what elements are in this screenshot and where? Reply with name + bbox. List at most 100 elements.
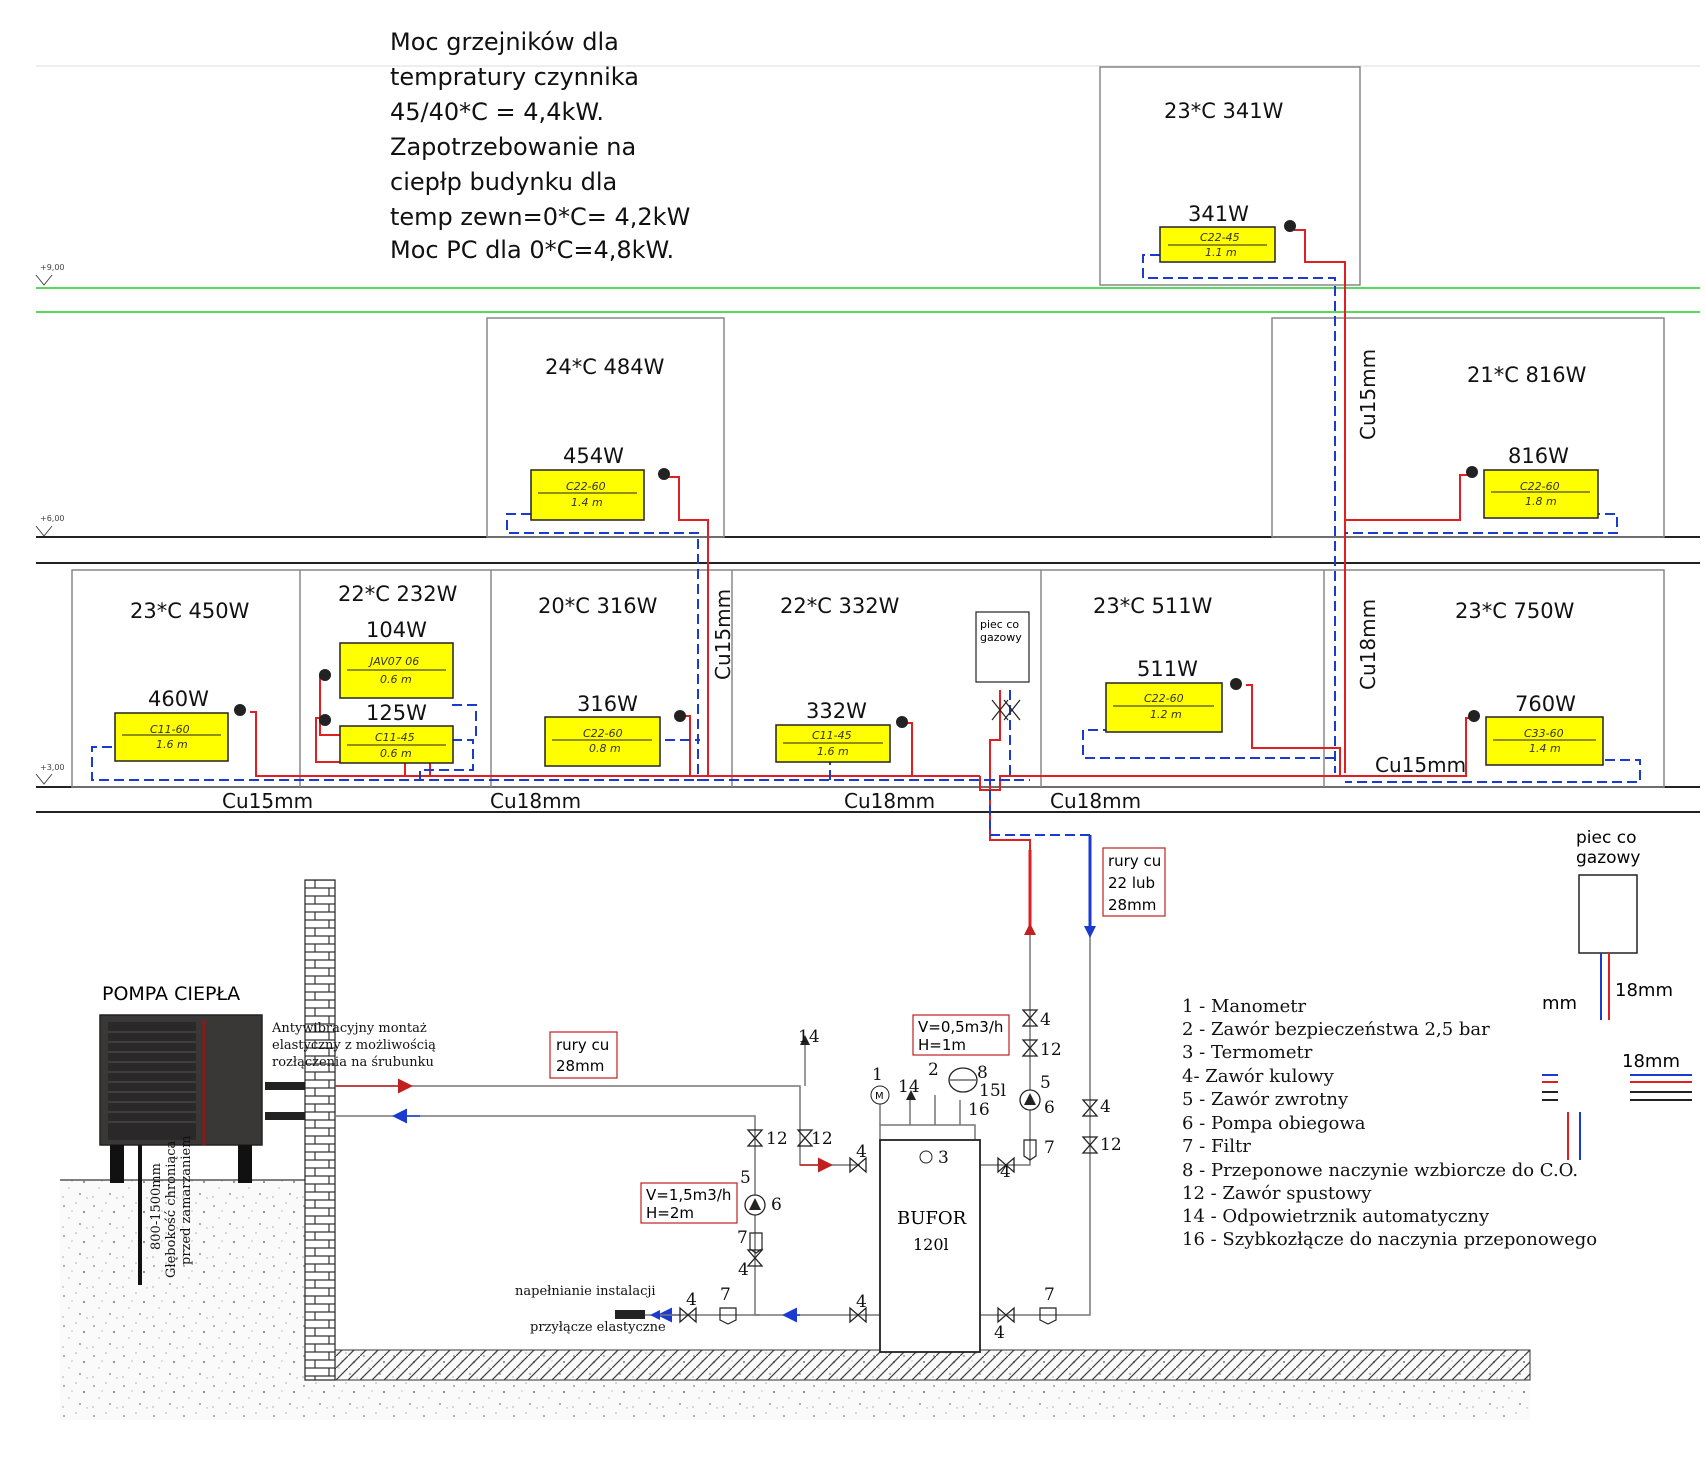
radiator-length: 1.8 m bbox=[1525, 495, 1557, 508]
svg-text:8: 8 bbox=[977, 1063, 988, 1083]
radiator-code: C33-60 bbox=[1524, 727, 1564, 740]
room-label: 20*C 316W bbox=[538, 594, 658, 618]
legend-item: 1 - Manometr bbox=[1182, 996, 1307, 1017]
radiators: 341W C22-45 1.1 m 454W C22-60 1.4 m 816W… bbox=[114, 202, 1604, 767]
room-label: 22*C 332W bbox=[780, 594, 900, 618]
radiator-length: 0.6 m bbox=[380, 673, 412, 686]
valve-icon bbox=[896, 716, 908, 728]
radiator: 125W C11-45 0.6 m bbox=[319, 701, 454, 764]
flow-arrow bbox=[1024, 923, 1036, 935]
pipe-label: Cu18mm bbox=[1050, 789, 1141, 813]
radiator-power: 460W bbox=[148, 687, 209, 711]
radiator-length: 1.4 m bbox=[571, 496, 603, 509]
legend-item: 5 - Zawór zwrotny bbox=[1182, 1089, 1349, 1110]
room-label: 22*C 232W bbox=[338, 582, 458, 606]
frost-note: Głębokość chroniąca bbox=[164, 1141, 179, 1278]
radiator-length: 0.8 m bbox=[589, 742, 621, 755]
side-boiler-label: piec co bbox=[1576, 828, 1636, 848]
level-marks: +9,00 +6,00 +3,00 bbox=[35, 263, 65, 785]
svg-text:4: 4 bbox=[686, 1290, 697, 1310]
radiator: 511W C22-60 1.2 m bbox=[1105, 657, 1242, 733]
mount-note: Antywibracyjny montaż elastyczny z możli… bbox=[271, 1021, 436, 1070]
pipe-labels: Cu15mm Cu15mm Cu18mm Cu15mm Cu15mm Cu18m… bbox=[222, 349, 1466, 813]
room-labels: 23*C 341W 24*C 484W 21*C 816W 23*C 450W … bbox=[130, 99, 1587, 623]
return-pipes bbox=[91, 254, 1641, 935]
svg-text:14: 14 bbox=[898, 1077, 920, 1097]
svg-text:12: 12 bbox=[1040, 1040, 1062, 1060]
pipe-label: Cu18mm bbox=[490, 789, 581, 813]
level-mark: +9,00 bbox=[40, 263, 65, 272]
radiator: 454W C22-60 1.4 m bbox=[530, 444, 670, 521]
svg-text:4: 4 bbox=[994, 1323, 1005, 1343]
radiator-power: 316W bbox=[577, 692, 638, 716]
valve-icon bbox=[1284, 220, 1296, 232]
pipes-note-line: 28mm bbox=[556, 1057, 604, 1075]
side-dim: mm bbox=[1542, 993, 1577, 1014]
side-dim: 18mm bbox=[1615, 980, 1673, 1001]
legend-item: 3 - Termometr bbox=[1182, 1042, 1313, 1063]
room-label: 23*C 511W bbox=[1093, 594, 1213, 618]
valve-icon bbox=[319, 669, 331, 681]
radiator-code: C11-45 bbox=[812, 729, 852, 742]
pipe-label: Cu18mm bbox=[844, 789, 935, 813]
svg-text:4: 4 bbox=[1100, 1097, 1111, 1117]
radiator-power: 511W bbox=[1137, 657, 1198, 681]
brick-wall bbox=[304, 879, 336, 1381]
svg-text:4: 4 bbox=[738, 1260, 749, 1280]
svg-text:4: 4 bbox=[856, 1292, 867, 1312]
side-boiler-label: gazowy bbox=[1576, 848, 1641, 868]
pipe-label: Cu15mm bbox=[1375, 753, 1466, 777]
room-label: 23*C 450W bbox=[130, 599, 250, 623]
radiator-length: 1.1 m bbox=[1205, 246, 1237, 259]
buffer-volume: 120l bbox=[913, 1235, 949, 1254]
valve-icon bbox=[674, 710, 686, 722]
flex-connector-icon bbox=[615, 1310, 645, 1319]
radiator-power: 454W bbox=[563, 444, 624, 468]
air-vent-icon bbox=[906, 1090, 916, 1100]
svg-text:4: 4 bbox=[1000, 1162, 1011, 1182]
side-boiler: piec co gazowy mm 18mm 18mm bbox=[1542, 828, 1692, 1160]
svg-text:2: 2 bbox=[928, 1060, 939, 1080]
pump-spec-line: H=1m bbox=[918, 1036, 966, 1054]
legend-item: 12 - Zawór spustowy bbox=[1182, 1183, 1372, 1204]
gas-boiler: piec co gazowy bbox=[975, 611, 1030, 721]
intro-line: Moc grzejników dla bbox=[390, 28, 619, 56]
legend-item: 7 - Filtr bbox=[1182, 1136, 1251, 1157]
pipes-note: rury cu 22 lub 28mm bbox=[1102, 847, 1166, 917]
valves bbox=[679, 1009, 1099, 1324]
radiator: 332W C11-45 1.6 m bbox=[775, 699, 908, 763]
svg-text:4: 4 bbox=[1040, 1010, 1051, 1030]
room-label: 21*C 816W bbox=[1467, 363, 1587, 387]
room-label: 23*C 750W bbox=[1455, 599, 1575, 623]
boiler-label: piec co bbox=[980, 618, 1019, 631]
pipe-label: Cu18mm bbox=[1356, 599, 1380, 690]
valve-icon bbox=[234, 704, 246, 716]
supply-pipes bbox=[250, 229, 1476, 935]
radiator-power: 816W bbox=[1508, 444, 1569, 468]
svg-text:4: 4 bbox=[856, 1142, 867, 1162]
radiator-power: 760W bbox=[1515, 692, 1576, 716]
svg-text:7: 7 bbox=[1044, 1285, 1055, 1305]
radiator: 816W C22-60 1.8 m bbox=[1466, 444, 1599, 519]
pipe-label: Cu15mm bbox=[711, 589, 735, 680]
radiator-power: 125W bbox=[366, 701, 427, 725]
valve-icon bbox=[1468, 710, 1480, 722]
intro-line: 45/40*C = 4,4kW. bbox=[390, 98, 604, 126]
legend-item: 16 - Szybkozłącze do naczynia przeponowe… bbox=[1182, 1229, 1597, 1250]
legend-item: 4- Zawór kulowy bbox=[1182, 1066, 1335, 1087]
radiator-length: 0.6 m bbox=[380, 747, 412, 760]
pipes-note-line: 28mm bbox=[1108, 896, 1156, 914]
svg-text:1: 1 bbox=[872, 1065, 883, 1085]
svg-text:7: 7 bbox=[737, 1228, 748, 1248]
radiator-code: C22-60 bbox=[1144, 692, 1184, 705]
radiator: 316W C22-60 0.8 m bbox=[544, 692, 686, 767]
filters bbox=[719, 1139, 1057, 1325]
svg-text:12: 12 bbox=[766, 1129, 788, 1149]
radiator-code: C22-60 bbox=[566, 480, 606, 493]
legend: 1 - Manometr 2 - Zawór bezpieczeństwa 2,… bbox=[1182, 996, 1597, 1250]
side-dim: 18mm bbox=[1622, 1051, 1680, 1072]
pipes-note-line: 22 lub bbox=[1108, 874, 1155, 892]
radiator-power: 104W bbox=[366, 618, 427, 642]
radiator-code: C22-60 bbox=[1520, 480, 1560, 493]
